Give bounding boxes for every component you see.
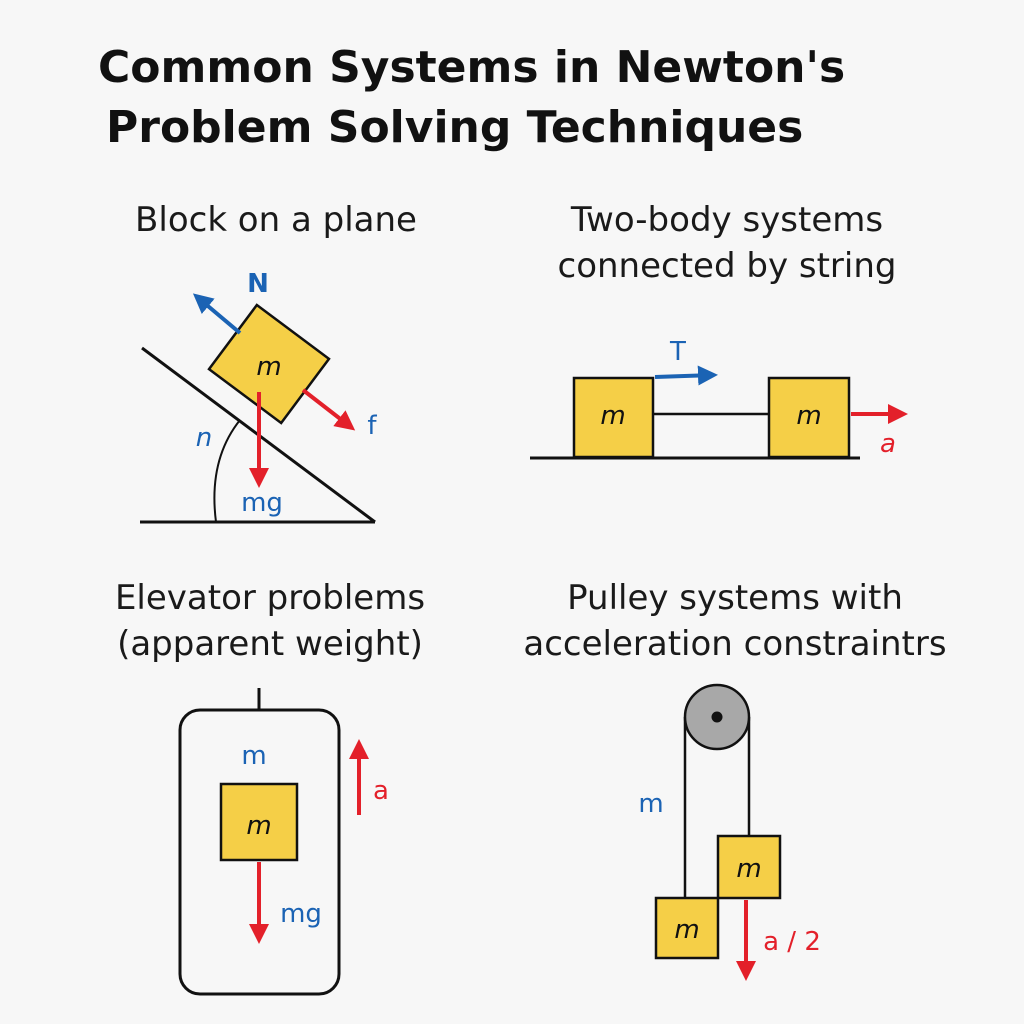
- two-body-title-line-2: connected by string: [557, 246, 897, 286]
- block-mass-label: m: [256, 352, 281, 382]
- elevator-diagram: m m a mg: [178, 688, 389, 996]
- elevator-mass: [219, 782, 299, 862]
- two-body-diagram: T m m a: [530, 337, 908, 460]
- two-body-title: Two-body systems connected by string: [527, 197, 927, 289]
- two-body-mass-right: [767, 376, 851, 459]
- two-body-mass-left: [572, 376, 655, 459]
- elevator-mass-label: m: [246, 811, 271, 841]
- pulley-diagram: m m m a / 2: [638, 683, 821, 981]
- pulley-title-line-1: Pulley systems with: [567, 578, 903, 618]
- block-on-plane-diagram: m N f n mg: [140, 269, 377, 524]
- pulley-rope-label: m: [638, 789, 663, 819]
- pulley-accel-label: a / 2: [763, 927, 821, 957]
- elevator-cabin-label: m: [241, 741, 266, 771]
- pulley-axle: [711, 711, 723, 723]
- friction-force-label: f: [367, 411, 377, 441]
- two-body-mass-left-label: m: [600, 401, 625, 431]
- elevator-title-line-2: (apparent weight): [117, 624, 423, 664]
- page-title: Common Systems in Newton's Problem Solvi…: [98, 38, 845, 158]
- elevator-cabin: [178, 708, 341, 996]
- pulley-mass-upper-label: m: [736, 854, 761, 884]
- tension-arrow: [654, 365, 718, 386]
- tension-label: T: [669, 337, 686, 367]
- pulley-mass-upper: [716, 834, 782, 900]
- pulley-mass-lower-label: m: [674, 915, 699, 945]
- elevator-weight-label: mg: [280, 899, 322, 929]
- two-body-accel-label: a: [880, 429, 896, 459]
- pulley-title-line-2: acceleration constraintrs: [523, 624, 947, 664]
- elevator-title: Elevator problems (apparent weight): [60, 575, 480, 667]
- normal-force-label: N: [247, 269, 269, 299]
- page-title-line-1: Common Systems in Newton's: [98, 42, 846, 93]
- pulley-mass-lower: [654, 896, 720, 960]
- angle-arc: [213, 419, 241, 523]
- elevator-accel-label: a: [373, 776, 389, 806]
- page-title-line-2: Problem Solving Techniques: [106, 102, 804, 153]
- pulley-title: Pulley systems with acceleration constra…: [505, 575, 965, 667]
- two-body-title-line-1: Two-body systems: [570, 200, 884, 240]
- weight-force-label: mg: [241, 488, 283, 518]
- two-body-mass-right-label: m: [796, 401, 821, 431]
- normal-force-arrow: [192, 293, 242, 335]
- friction-force-arrow: [301, 388, 356, 431]
- elevator-title-line-1: Elevator problems: [114, 578, 426, 618]
- block-on-plane-title-text: Block on a plane: [135, 200, 417, 240]
- block-on-plane-title: Block on a plane: [96, 197, 456, 243]
- angle-label: n: [196, 423, 212, 453]
